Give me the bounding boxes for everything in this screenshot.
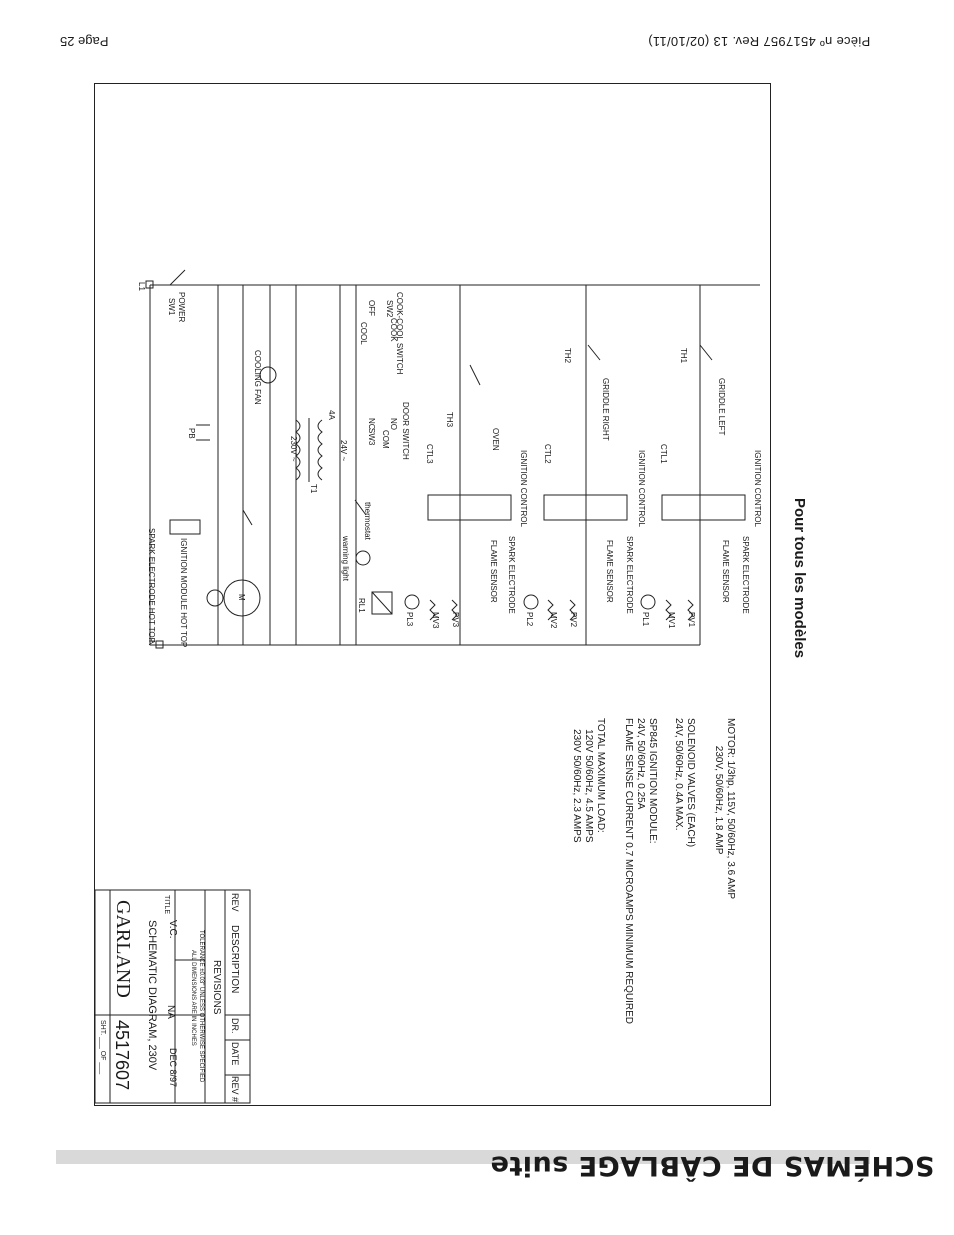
label-24v: 24V ~ <box>339 440 348 462</box>
tb-date-col: DATE <box>230 1042 240 1066</box>
label-cook: COOK <box>389 318 398 342</box>
label-com: COM <box>381 430 390 449</box>
page-title: SCHÉMAS DE CÂBLAGE suite <box>490 1150 935 1181</box>
relay-rl1 <box>371 591 393 615</box>
tb-sheet: SHT. ___ OF ___ <box>99 1020 106 1075</box>
label-4a: 4A <box>327 410 336 420</box>
ctl1-box <box>661 494 746 521</box>
cooling-fan-circle <box>259 366 277 384</box>
ctl2-box <box>543 494 628 521</box>
tb-rev-no: REV # <box>230 1076 240 1103</box>
label-spark-electrode-2: SPARK ELECTRODE <box>625 536 634 614</box>
tb-scale: NA <box>165 1005 176 1019</box>
label-ignition-control-1: IGNITION CONTROL <box>753 450 762 527</box>
label-pl1: PL1 <box>641 612 650 627</box>
label-flame-sensor-3: FLAME SENSOR <box>489 540 498 603</box>
label-door-switch: DOOR SWITCH <box>401 402 410 460</box>
ctl3-box <box>427 494 512 521</box>
label-no: NO <box>389 418 398 430</box>
label-spark-electrode-3: SPARK ELECTRODE <box>507 536 516 614</box>
label-t1: T1 <box>309 484 318 494</box>
tb-drawing-title: SCHEMATIC DIAGRAM, 230V <box>146 920 158 1071</box>
tb-revisions: REVISIONS <box>211 960 222 1015</box>
label-griddle-right: GRIDDLE RIGHT <box>601 378 610 441</box>
tb-rev: REV <box>230 893 240 912</box>
label-l1: L1 <box>137 282 146 291</box>
label-ignition-hot-top: IGNITION MODULE HOT TOP <box>179 538 188 648</box>
solenoid-note: SOLENOID VALVES (EACH) 24V, 50/60Hz, 0.4… <box>673 718 696 848</box>
tb-dr: DR. <box>230 1018 240 1034</box>
label-sw3: SW3 <box>367 428 376 446</box>
tb-dimensions: ALL DIMENSIONS ARE IN INCHES <box>190 950 196 1046</box>
label-pv2: PV2 <box>569 612 578 628</box>
label-griddle-left: GRIDDLE LEFT <box>717 378 726 436</box>
ignition-note: SP845 IGNITION MODULE: 24V, 50/60Hz, 0.2… <box>623 718 658 1024</box>
label-cooling-fan: COOLING FAN <box>253 350 262 405</box>
tb-title-label: TITLE <box>163 895 170 915</box>
label-flame-sensor-2: FLAME SENSOR <box>605 540 614 603</box>
load-note: TOTAL MAXIMUM LOAD: 120V 50/60Hz, 4.5 AM… <box>571 718 606 843</box>
label-ignition-control-3: IGNITION CONTROL <box>519 450 528 527</box>
label-ctl1: CTL1 <box>659 444 668 464</box>
label-ignition-control-2: IGNITION CONTROL <box>637 450 646 527</box>
motor-circle <box>223 579 261 617</box>
label-pb: PB <box>187 428 196 439</box>
label-pv1: PV1 <box>687 612 696 628</box>
tb-drawn-by: V.C. <box>167 920 178 939</box>
label-th2: TH2 <box>563 348 572 364</box>
label-pv3: PV3 <box>451 612 460 628</box>
tb-description: DESCRIPTION <box>229 925 240 994</box>
label-th3: TH3 <box>445 412 454 428</box>
label-rl1: RL1 <box>357 598 366 613</box>
tb-tolerance: TOLERANCE ±0.03" UNLESS OTHERWISE SPECIF… <box>198 930 204 1083</box>
label-th1: TH1 <box>679 348 688 364</box>
drawing-frame <box>94 83 771 1106</box>
motor-note: MOTOR: 1/3hp, 115V, 50/60Hz, 3.6 AMP 230… <box>713 718 736 900</box>
label-sw1: SW1 <box>167 298 176 316</box>
label-power: POWER <box>177 292 186 323</box>
tb-date: DEC 8/97 <box>168 1048 178 1088</box>
label-230v: 230V ~ <box>289 436 298 462</box>
label-spark-electrode-1: SPARK ELECTRODE <box>741 536 750 614</box>
label-pl3: PL3 <box>405 612 414 627</box>
label-flame-sensor-1: FLAME SENSOR <box>721 540 730 603</box>
tb-drawing-number: 4517607 <box>112 1020 132 1091</box>
label-ctl3: CTL3 <box>425 444 434 464</box>
label-mv1: MV1 <box>667 612 676 629</box>
label-ctl2: CTL2 <box>543 444 552 464</box>
label-motor: M <box>237 594 246 601</box>
label-thermostat: thermostat <box>363 502 372 540</box>
title-bar <box>56 1150 870 1164</box>
label-spark-hot-top: SPARK ELECTRODE HOT TOP <box>147 528 156 643</box>
label-warning-light: warning light <box>341 536 350 581</box>
label-mv3: MV3 <box>431 612 440 629</box>
label-oven: OVEN <box>491 428 500 451</box>
side-label: Pour tous les modèles <box>791 498 808 659</box>
label-mv2: MV2 <box>549 612 558 629</box>
label-pl2: PL2 <box>525 612 534 627</box>
label-off: OFF <box>367 300 376 316</box>
label-cool: COOL <box>359 322 368 345</box>
garland-logo: GARLAND <box>112 900 134 998</box>
label-sw2: SW2 <box>385 300 394 318</box>
